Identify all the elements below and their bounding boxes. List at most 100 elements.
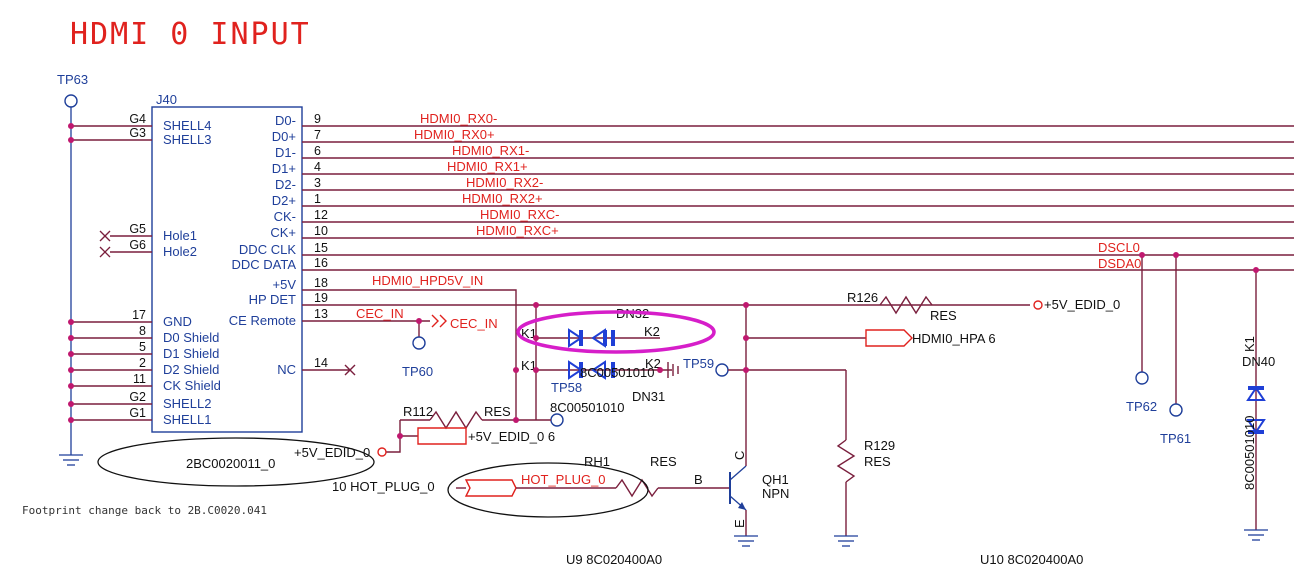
junction-dot: [513, 367, 519, 373]
j40-right-pin-number: 18: [314, 276, 328, 290]
junction-dot: [68, 417, 74, 423]
ground-symbol-dn40: [1244, 529, 1268, 541]
j40-right-pin-name: DDC DATA: [231, 257, 296, 272]
hdmi-net-label: HDMI0_RX1-: [452, 143, 529, 158]
j40-left-pin-number: 2: [139, 356, 146, 370]
j40-right-pin-name: CE Remote: [229, 313, 296, 328]
net-cec-in: CEC_IN: [356, 306, 404, 321]
net-hot-plug: HOT_PLUG_0: [521, 472, 606, 487]
junction-dots: [68, 123, 1259, 439]
j40-right-pin-number: 13: [314, 307, 328, 321]
j40-left-pin-number: G4: [129, 112, 146, 126]
dn32-k1: K1: [521, 326, 537, 341]
r126-refdes: R126: [847, 290, 878, 305]
net-hpd5v: HDMI0_HPD5V_IN: [372, 273, 483, 288]
sheet-title: HDMI 0 INPUT: [70, 17, 311, 52]
r112-symbol: [429, 410, 483, 430]
j40-right-pin-name: D2-: [275, 177, 296, 192]
j40-right-pin-name: +5V: [273, 277, 297, 292]
hot-plug-port-label: 10 HOT_PLUG_0: [332, 479, 435, 494]
net-edid-left: +5V_EDID_0: [294, 445, 370, 460]
j40-right-pin-name: HP DET: [249, 292, 296, 307]
rh1-symbol: [615, 478, 659, 498]
dn40-refdes: DN40: [1242, 354, 1275, 369]
hpa-port: [865, 329, 913, 347]
j40-right-pin-name: DDC CLK: [239, 242, 296, 257]
j40-left-pin-name: SHELL4: [163, 118, 211, 133]
dn32-k2: K2: [644, 324, 660, 339]
j40-right-pin-name: NC: [277, 362, 296, 377]
junction-dot: [68, 319, 74, 325]
net-dsda0: DSDA0: [1098, 256, 1141, 271]
j40-right-pin-number: 10: [314, 224, 328, 238]
qh1-pin-b: B: [694, 472, 703, 487]
r129-refdes: R129: [864, 438, 895, 453]
junction-dot: [68, 351, 74, 357]
ground-symbol-qh1: [734, 535, 758, 547]
j40-right-pin-number: 7: [314, 128, 321, 142]
tp58-symbol: [550, 413, 564, 427]
hdmi-net-label: HDMI0_RX1+: [447, 159, 528, 174]
j40-left-pin-number: G5: [129, 222, 146, 236]
tp62-symbol: [1135, 371, 1149, 385]
junction-dot: [743, 335, 749, 341]
hdmi-net-label: HDMI0_RX0+: [414, 127, 495, 142]
r112-value: RES: [484, 404, 511, 419]
hdmi-net-label: HDMI0_RXC+: [476, 223, 559, 238]
u10-label: U10 8C020400A0: [980, 552, 1083, 567]
dn32-highlight: [516, 310, 716, 354]
r126-symbol: [879, 295, 933, 315]
j40-left-pin-number: G6: [129, 238, 146, 252]
j40-left-pin-number: 11: [133, 372, 146, 386]
j40-left-pin-name: Hole2: [163, 244, 197, 259]
junction-dot: [513, 417, 519, 423]
ground-symbol-left: [59, 454, 83, 466]
junction-dot: [743, 367, 749, 373]
j40-left-pin-name: D2 Shield: [163, 362, 219, 377]
tp59-symbol: [715, 363, 729, 377]
j40-left-pin-number: 5: [139, 340, 146, 354]
dn31-refdes: DN31: [632, 389, 665, 404]
j40-refdes: J40: [156, 92, 177, 107]
qh1-pin-c: C: [732, 451, 747, 460]
r112-refdes: R112: [403, 404, 433, 419]
j40-right-pin-name: D1-: [275, 145, 296, 160]
u9-label: U9 8C020400A0: [566, 552, 662, 567]
dn40-diode-pair: [1246, 386, 1266, 434]
j40-part-highlight: [97, 437, 375, 487]
dn40-k1: K1: [1242, 336, 1257, 352]
junction-dot: [68, 367, 74, 373]
hdmi-net-label: HDMI0_RX2+: [462, 191, 543, 206]
junction-dot: [657, 367, 663, 373]
junction-dot: [1253, 267, 1259, 273]
j40-right-pin-number: 19: [314, 291, 328, 305]
r126-value: RES: [930, 308, 957, 323]
tp61-label: TP61: [1160, 431, 1191, 446]
ground-symbol-r129: [834, 535, 858, 547]
rh1-value: RES: [650, 454, 677, 469]
j40-left-pin-name: D1 Shield: [163, 346, 219, 361]
j40-right-pin-number: 1: [314, 192, 321, 206]
j40-left-pin-name: CK Shield: [163, 378, 221, 393]
nc-marker: [99, 246, 111, 258]
j40-right-pin-number: 9: [314, 112, 321, 126]
tp63-label: TP63: [57, 72, 88, 87]
dn31-k2: K2: [645, 356, 661, 371]
j40-left-pin-name: Hole1: [163, 228, 197, 243]
j40-left-pin-number: G2: [129, 390, 146, 404]
j40-right-pin-name: CK+: [270, 225, 296, 240]
j40-right-pin-number: 3: [314, 176, 321, 190]
hdmi-bus-lines: HDMI0_RX0-HDMI0_RX0+HDMI0_RX1-HDMI0_RX1+…: [330, 111, 1294, 271]
j40-right-pin-name: D1+: [272, 161, 296, 176]
footprint-note: Footprint change back to 2B.C0020.041: [22, 504, 267, 517]
hdmi-net-label: HDMI0_RX2-: [466, 175, 543, 190]
j40-left-pin-number: 17: [132, 308, 146, 322]
j40-left-pin-name: SHELL2: [163, 396, 211, 411]
junction-dot: [68, 401, 74, 407]
edid-port-box: [417, 427, 467, 445]
cec-offpage-arrow: [431, 314, 439, 328]
r129-value: RES: [864, 454, 891, 469]
j40-right-pin-name: D0-: [275, 113, 296, 128]
